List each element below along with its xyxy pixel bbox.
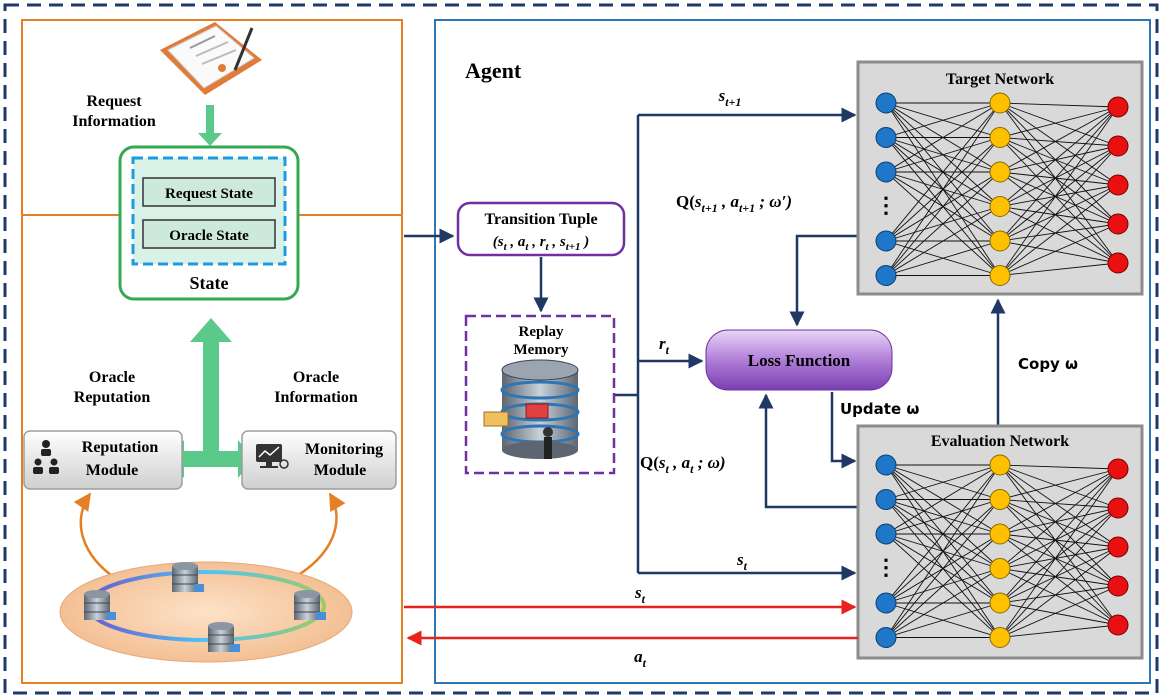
target-network-title: Target Network [946,71,1054,88]
environment-panel [21,19,403,684]
network-edges [885,102,1119,276]
oracle-information-label-2: Information [274,389,358,406]
env-state-label: st [634,583,646,606]
request-information-label-2: Information [72,113,156,130]
state-up-arrowhead [190,318,232,342]
input-node [875,265,897,286]
request-state-box [142,177,276,207]
reputation-module-label-1: Reputation [82,439,159,456]
monitor-icon [256,444,289,469]
request-document-icon [160,22,262,95]
output-node [1107,174,1129,196]
update-label: Update ω [840,400,919,418]
hidden-node [989,127,1011,148]
replay-memory-label-1: Replay [519,324,565,340]
hidden-node [989,454,1011,476]
request-state-label: Request State [165,186,253,202]
request-information-label-1: Request [86,93,142,110]
evaluation-network-graph: ⋮ [875,454,1129,648]
state-label: State [190,273,229,293]
hidden-node [989,161,1011,183]
output-node [1107,536,1129,558]
evaluation-network-title: Evaluation Network [931,433,1069,450]
people-icon [33,440,59,474]
s-next-label: st+1 [718,86,742,109]
transition-tuple-title: Transition Tuple [484,211,597,228]
oracle-information-label-1: Oracle [293,369,339,386]
output-node [1107,96,1129,118]
input-node [875,523,897,545]
ellipsis-dots: ⋮ [875,555,897,580]
input-node [875,161,897,183]
transition-tuple-box [456,201,626,257]
target-network-graph: ⋮ [875,92,1129,286]
oracle-reputation-label-2: Reputation [74,389,151,406]
loss-function-label: Loss Function [748,351,851,370]
oracle-network-icon [59,561,353,663]
replay-memory-label-2: Memory [514,342,569,358]
oracle-node-top [172,562,204,592]
oracle-node-left [84,590,116,620]
transition-tuple-value: (st , at , rt , st+1 ) [493,234,590,253]
agent-panel [434,19,1151,684]
reputation-module-label-2: Module [86,462,138,479]
hidden-node [989,489,1011,510]
hidden-node [989,230,1011,252]
oracle-state-label: Oracle State [169,228,249,244]
agent-title: Agent [465,58,522,83]
oracle-node-right [294,590,326,620]
output-node [1107,135,1129,157]
hidden-node [989,265,1011,286]
ring-to-reputation-arrow [73,492,119,582]
outer-frame [3,3,1159,695]
output-node [1107,497,1129,519]
output-node [1107,458,1129,480]
reward-label: rt [659,334,670,357]
input-node [875,454,897,476]
state-up-arrow-shaft [203,340,219,452]
network-edges [885,464,1119,638]
hidden-node [989,523,1011,545]
output-node [1107,614,1129,636]
env-action-label: at [634,647,647,670]
output-node [1107,252,1129,274]
oracle-reputation-label-1: Oracle [89,369,135,386]
s-label: st [736,550,748,573]
input-node [875,230,897,252]
request-to-state-arrowhead [198,133,222,146]
hidden-node [989,196,1011,217]
input-node [875,92,897,114]
ellipsis-dots: ⋮ [875,193,897,218]
eval-q-arrow [758,393,858,509]
hidden-node [989,627,1011,648]
hidden-node [989,558,1011,579]
database-icon [483,359,580,459]
input-node [875,627,897,648]
oracle-node-bottom [208,622,240,652]
input-node [875,592,897,614]
oracle-state-box [142,219,276,249]
input-node [875,489,897,510]
loss-function-box [705,329,893,391]
reputation-module-box [23,430,183,490]
copy-label: Copy ω [1018,355,1078,373]
ring-to-monitoring-arrow [289,492,346,582]
hidden-node [989,592,1011,614]
q-eval-label: Q(st , at ; ω) [640,453,726,476]
target-q-arrow [789,234,858,327]
update-arrow [830,392,857,469]
output-node [1107,213,1129,235]
output-node [1107,575,1129,597]
q-target-label: Q(st+1 , at+1 ; ω′) [676,192,792,215]
module-link-shaft [182,451,240,467]
input-node [875,127,897,148]
monitoring-module-label-2: Module [314,462,366,479]
hidden-node [989,92,1011,114]
monitoring-module-label-1: Monitoring [305,441,383,458]
